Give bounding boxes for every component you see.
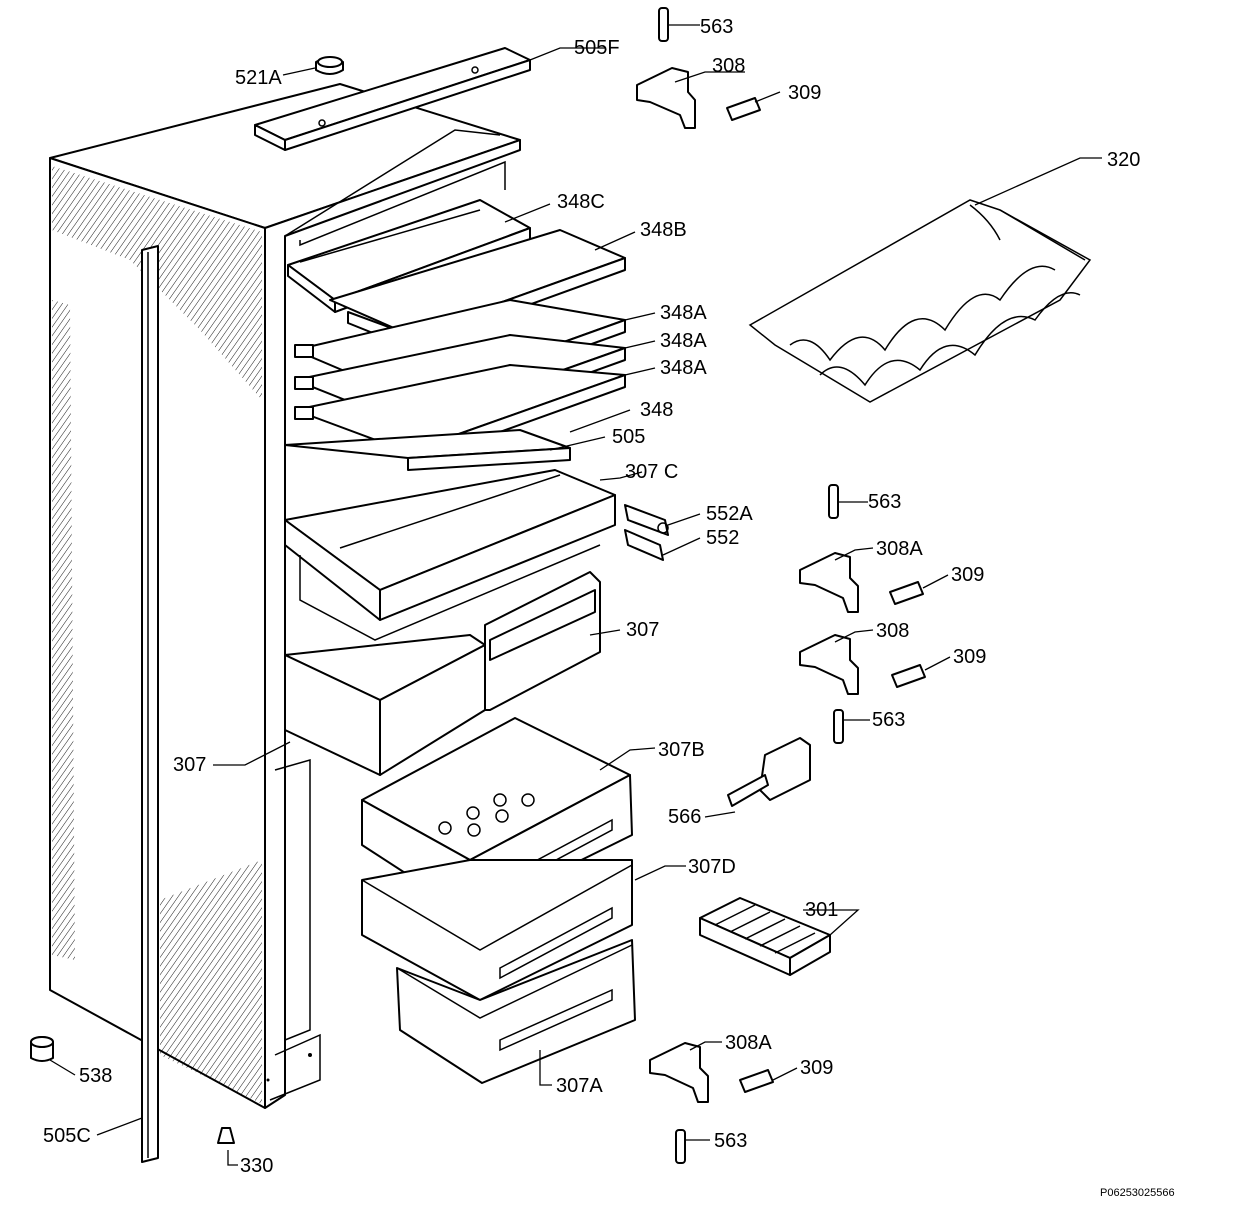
label-309-mid1	[889, 581, 924, 605]
label-552a: 552A	[706, 503, 753, 525]
hinge-bracket-552	[624, 504, 669, 561]
freezer-drawer-307d	[361, 859, 633, 1001]
leader-lines	[49, 24, 1102, 1166]
door-seal-strip	[141, 245, 159, 1163]
label-309-bottom	[739, 1069, 774, 1093]
label-307d: 307D	[688, 856, 736, 878]
label-538: 538	[79, 1065, 112, 1087]
label-308a-mid: 308A	[876, 538, 923, 560]
label-563-top: 563	[700, 16, 733, 38]
part-labels: 563 308 309 521A 505F 320 348C 348B 348A…	[43, 16, 1140, 1177]
label-563-mid: 563	[868, 491, 901, 513]
crisper-cover	[284, 469, 616, 641]
label-348b: 348B	[640, 219, 687, 241]
label-348c: 348C	[557, 191, 605, 213]
hinge-308-mid	[799, 634, 859, 695]
label-309-mid2: 309	[953, 646, 986, 668]
label-505f: 505F	[574, 37, 620, 59]
label-308a-bottom: 308A	[725, 1032, 772, 1054]
wine-rack-320	[748, 199, 1092, 403]
pin-563-bottom	[675, 1129, 686, 1164]
label-348a-2: 348A	[660, 330, 707, 352]
label-566: 566	[668, 806, 701, 828]
label-307-left: 307	[173, 754, 206, 776]
crisper-drawers	[284, 571, 601, 776]
label-505: 505	[612, 426, 645, 448]
label-307a: 307A	[556, 1075, 603, 1097]
label-348a-1: 348A	[660, 302, 707, 324]
hinge-308a-mid	[799, 552, 859, 613]
label-563-lower: 563	[872, 709, 905, 731]
label-320: 320	[1107, 149, 1140, 171]
label-309-mid1: 309	[951, 564, 984, 586]
foot-538	[30, 1036, 54, 1062]
scraper-566	[727, 737, 811, 807]
ice-tray-301	[699, 897, 831, 976]
pin-563-mid	[828, 484, 839, 519]
glass-shelves	[284, 199, 626, 471]
freezer-drawer-307a	[396, 939, 636, 1084]
label-563-bottom: 563	[714, 1130, 747, 1152]
label-309-top	[726, 97, 761, 121]
label-309-bottom: 309	[800, 1057, 833, 1079]
label-348: 348	[640, 399, 673, 421]
label-521a: 521A	[235, 67, 282, 89]
label-309-top: 309	[788, 82, 821, 104]
pin-563-lower	[833, 709, 844, 744]
label-308-top: 308	[712, 55, 745, 77]
label-307c: 307 C	[625, 461, 678, 483]
hinge-308-top	[636, 67, 696, 129]
hinge-308a-bottom	[649, 1042, 709, 1103]
drawing-code: P06253025566	[1100, 1187, 1175, 1199]
label-552: 552	[706, 527, 739, 549]
label-330: 330	[240, 1155, 273, 1177]
pin-563-top	[658, 7, 669, 42]
label-309-mid2	[891, 664, 926, 688]
knob-part	[315, 56, 344, 75]
label-505c: 505C	[43, 1125, 91, 1147]
label-308-mid: 308	[876, 620, 909, 642]
clip-330	[217, 1127, 235, 1144]
label-348a-3: 348A	[660, 357, 707, 379]
label-307-right: 307	[626, 619, 659, 641]
label-307b: 307B	[658, 739, 705, 761]
top-trim-strip	[254, 47, 531, 151]
label-301: 301	[805, 899, 838, 921]
